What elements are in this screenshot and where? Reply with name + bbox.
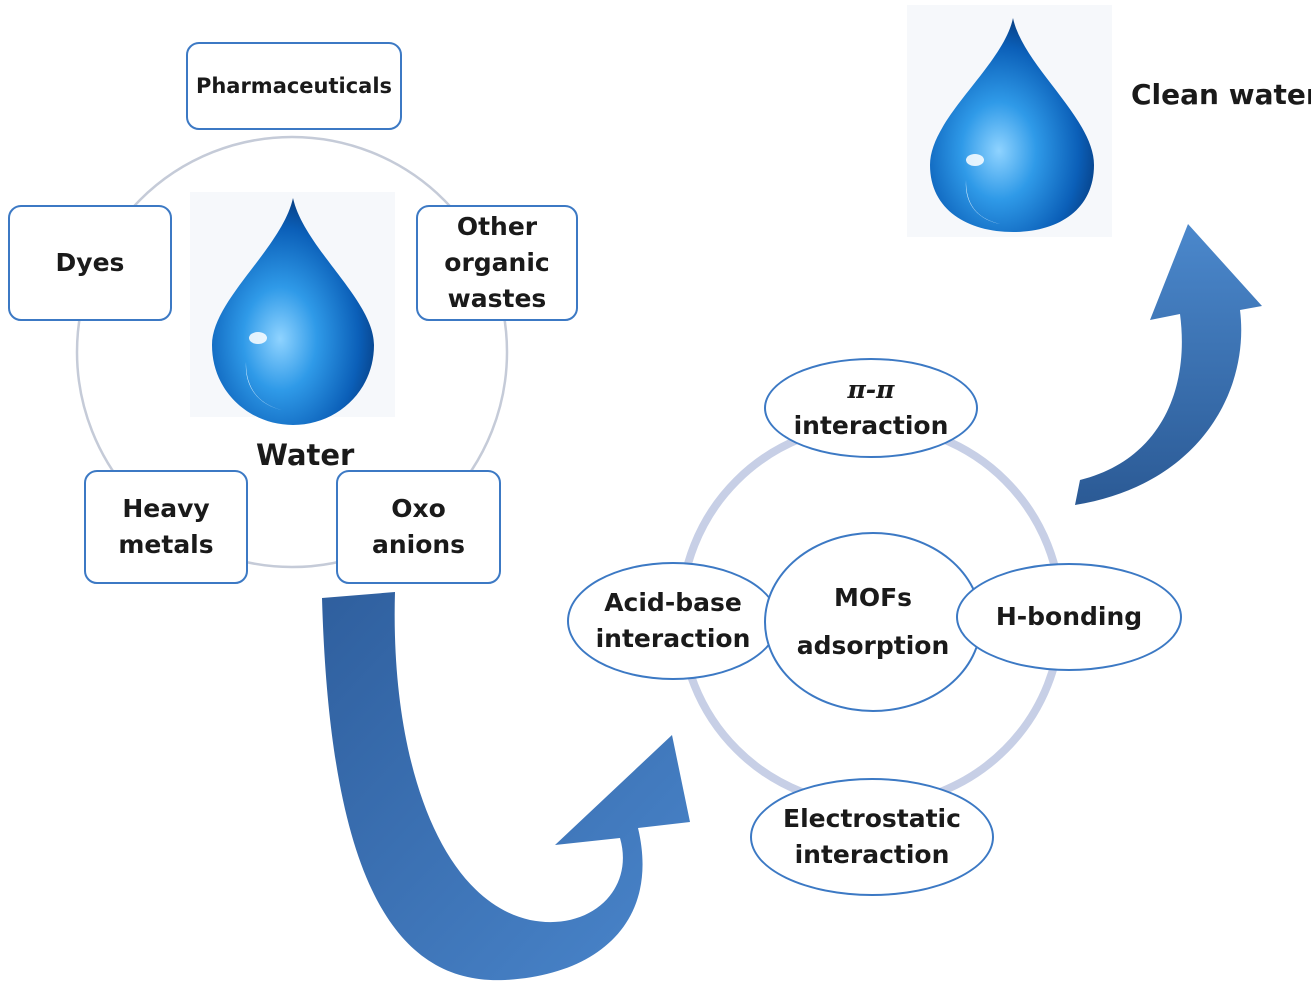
pollutant-label-line: wastes: [447, 284, 547, 313]
mechanism-label-line: Electrostatic: [783, 804, 961, 833]
pollutant-label: Dyes: [55, 248, 125, 277]
mechanism-label-line: H-bonding: [995, 602, 1143, 631]
mechanism-label-line: interaction: [794, 840, 950, 869]
water-label: Water: [256, 438, 355, 472]
pollutant-label-line: Other: [456, 212, 538, 241]
mechanism-acid-base-interaction: Acid-base interaction: [567, 562, 779, 680]
pollutant-heavy-metals: Heavy metals: [84, 470, 248, 584]
mechanism-pi-pi-interaction: π-π interaction: [764, 358, 978, 458]
pollutant-label-line: organic: [444, 248, 550, 277]
pollutant-label-line: Oxo: [391, 494, 446, 523]
pollutant-pharmaceuticals: Pharmaceuticals: [186, 42, 402, 130]
mofs-center-line: MOFs: [833, 583, 913, 612]
mofs-adsorption-center: MOFs adsorption: [764, 532, 982, 712]
curved-arrow-to-mofs: [322, 592, 690, 981]
pollutant-oxo-anions: Oxo anions: [336, 470, 501, 584]
pollutant-label-line: metals: [118, 530, 214, 559]
pollutant-dyes: Dyes: [8, 205, 172, 321]
mofs-center-line: adsorption: [796, 631, 950, 660]
pollutant-label-line: Heavy: [122, 494, 210, 523]
pollutant-label-line: anions: [371, 530, 466, 559]
pollutant-label: Pharmaceuticals: [195, 74, 393, 98]
mechanism-label-line: π-π: [847, 375, 895, 404]
clean-water-label: Clean water: [1131, 78, 1311, 111]
mechanism-h-bonding: H-bonding: [956, 563, 1182, 671]
water-cycle-ring: [75, 135, 509, 569]
water-drop-icon: [212, 198, 374, 425]
mechanism-electrostatic-interaction: Electrostatic interaction: [750, 778, 994, 896]
mechanism-label-line: Acid-base: [604, 588, 742, 617]
clean-water-drop-icon: [930, 18, 1094, 232]
pollutant-other-organic-wastes: Other organic wastes: [416, 205, 578, 321]
mechanism-label-line: interaction: [595, 624, 751, 653]
curved-arrow-to-clean-water: [1075, 224, 1262, 505]
mechanism-label-line: interaction: [793, 411, 949, 440]
